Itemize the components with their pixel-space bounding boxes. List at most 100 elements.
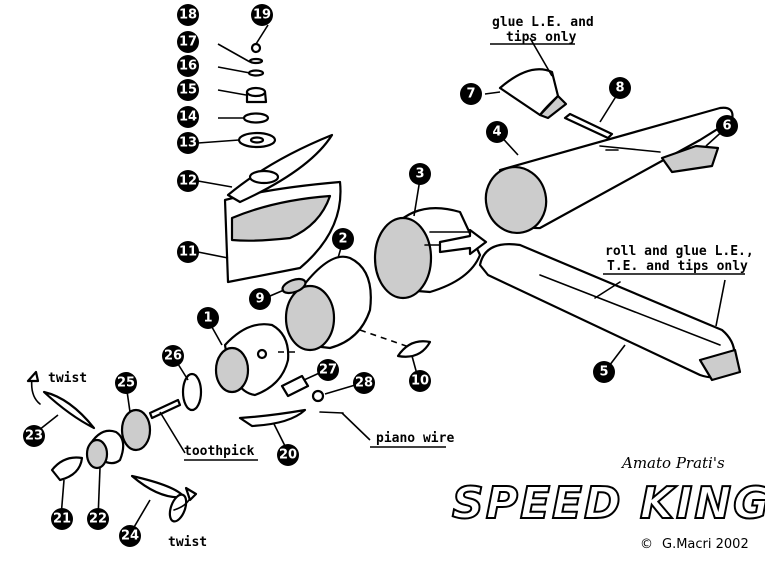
svg-text:2: 2 [338, 232, 347, 247]
part-badge-13: 13 [177, 132, 199, 154]
part-badge-9: 9 [249, 288, 271, 310]
skid-part-20 [238, 408, 307, 428]
tube-part-27 [280, 374, 310, 398]
copyright-text: G.Macri 2002 [662, 537, 749, 552]
part-badge-10: 10 [409, 370, 431, 392]
part-badge-17: 17 [177, 31, 199, 53]
blade-part-23 [42, 390, 96, 430]
svg-text:28: 28 [355, 376, 373, 391]
disk-part-26 [181, 372, 203, 412]
twist-arrowhead-bottom [184, 486, 198, 502]
part-badge-15: 15 [177, 79, 199, 101]
svg-text:23: 23 [25, 429, 43, 444]
bead-part-19 [250, 42, 262, 54]
note-glue-le-line2: tips only [506, 30, 577, 45]
svg-text:16: 16 [179, 59, 197, 74]
label-twist-top: twist [48, 371, 87, 386]
copyright-symbol: © [640, 537, 653, 552]
assembly-dashed-line [359, 329, 413, 349]
part-badge-6: 6 [716, 115, 738, 137]
piano-wire-part [319, 411, 344, 414]
washer-part-14 [242, 112, 270, 124]
svg-text:3: 3 [415, 167, 424, 182]
label-piano-wire: piano wire [376, 431, 454, 446]
part-badge-22: 22 [87, 508, 109, 530]
svg-text:27: 27 [319, 363, 337, 378]
part-badge-23: 23 [23, 425, 45, 447]
part-badge-1: 1 [197, 307, 219, 329]
spinner-part-25 [120, 408, 152, 452]
part-10 [396, 340, 432, 358]
svg-text:26: 26 [164, 349, 182, 364]
svg-text:21: 21 [53, 512, 71, 527]
toothpick-part [148, 398, 182, 420]
part-badge-25: 25 [115, 372, 137, 394]
svg-text:19: 19 [253, 8, 271, 23]
svg-text:24: 24 [121, 529, 139, 544]
note-roll-glue-line2: T.E. and tips only [607, 259, 748, 274]
part-badge-14: 14 [177, 106, 199, 128]
svg-text:14: 14 [179, 110, 197, 125]
model-title: SPEED KING [452, 478, 765, 529]
fin-part-8 [563, 112, 614, 140]
engine-part-2 [284, 255, 372, 352]
label-toothpick: toothpick [184, 444, 255, 459]
svg-text:15: 15 [179, 83, 197, 98]
twist-arrowhead-top [26, 370, 40, 383]
svg-text:1: 1 [203, 311, 212, 326]
svg-text:11: 11 [179, 245, 197, 260]
cover-part-12 [226, 133, 334, 204]
part-badge-3: 3 [409, 163, 431, 185]
svg-text:8: 8 [615, 81, 624, 96]
ring-part-28 [311, 389, 325, 403]
svg-text:25: 25 [117, 376, 135, 391]
stabilizer-part-6 [660, 144, 720, 174]
svg-text:22: 22 [89, 512, 107, 527]
svg-text:18: 18 [179, 8, 197, 23]
part-badge-7: 7 [460, 83, 482, 105]
leader-toothpick [159, 411, 186, 454]
author-signature: Amato Prati's [620, 454, 725, 472]
cowl-part-3 [373, 207, 488, 300]
disk-part-16 [247, 69, 265, 77]
svg-text:5: 5 [599, 365, 608, 380]
part-badge-8: 8 [609, 77, 631, 99]
svg-text:4: 4 [492, 125, 501, 140]
cone-part-21 [50, 456, 84, 482]
part-badge-18: 18 [177, 4, 199, 26]
fuselage-part-4 [484, 106, 734, 234]
part-badge-5: 5 [593, 361, 615, 383]
hub-part-22 [85, 429, 125, 470]
nose-part-1 [214, 323, 290, 397]
part-badge-4: 4 [486, 121, 508, 143]
part-badge-16: 16 [177, 55, 199, 77]
note-glue-le-line1: glue L.E. and [492, 15, 594, 30]
svg-text:6: 6 [722, 119, 731, 134]
part-badge-12: 12 [177, 170, 199, 192]
disk-part-17 [248, 57, 264, 65]
part-badge-11: 11 [177, 241, 199, 263]
svg-text:17: 17 [179, 35, 197, 50]
svg-text:9: 9 [255, 292, 264, 307]
part-badge-19: 19 [251, 4, 273, 26]
svg-text:7: 7 [466, 87, 475, 102]
part-badge-28: 28 [353, 372, 375, 394]
label-twist-bottom: twist [168, 535, 207, 550]
leader-roll-glue [715, 279, 726, 327]
part-badge-27: 27 [317, 359, 339, 381]
nut-part-15 [245, 86, 268, 104]
part-badge-21: 21 [51, 508, 73, 530]
svg-text:12: 12 [179, 174, 197, 189]
note-roll-glue-line1: roll and glue L.E., [605, 244, 754, 259]
wing-part-5 [478, 243, 742, 382]
rudder-part-7 [498, 68, 568, 120]
part-badge-2: 2 [332, 228, 354, 250]
svg-text:20: 20 [279, 448, 297, 463]
leader-piano-wire [341, 412, 371, 441]
svg-text:10: 10 [411, 374, 429, 389]
part-badge-26: 26 [162, 345, 184, 367]
part-badge-24: 24 [119, 525, 141, 547]
washer-part-13 [237, 131, 277, 149]
svg-text:13: 13 [179, 136, 197, 151]
